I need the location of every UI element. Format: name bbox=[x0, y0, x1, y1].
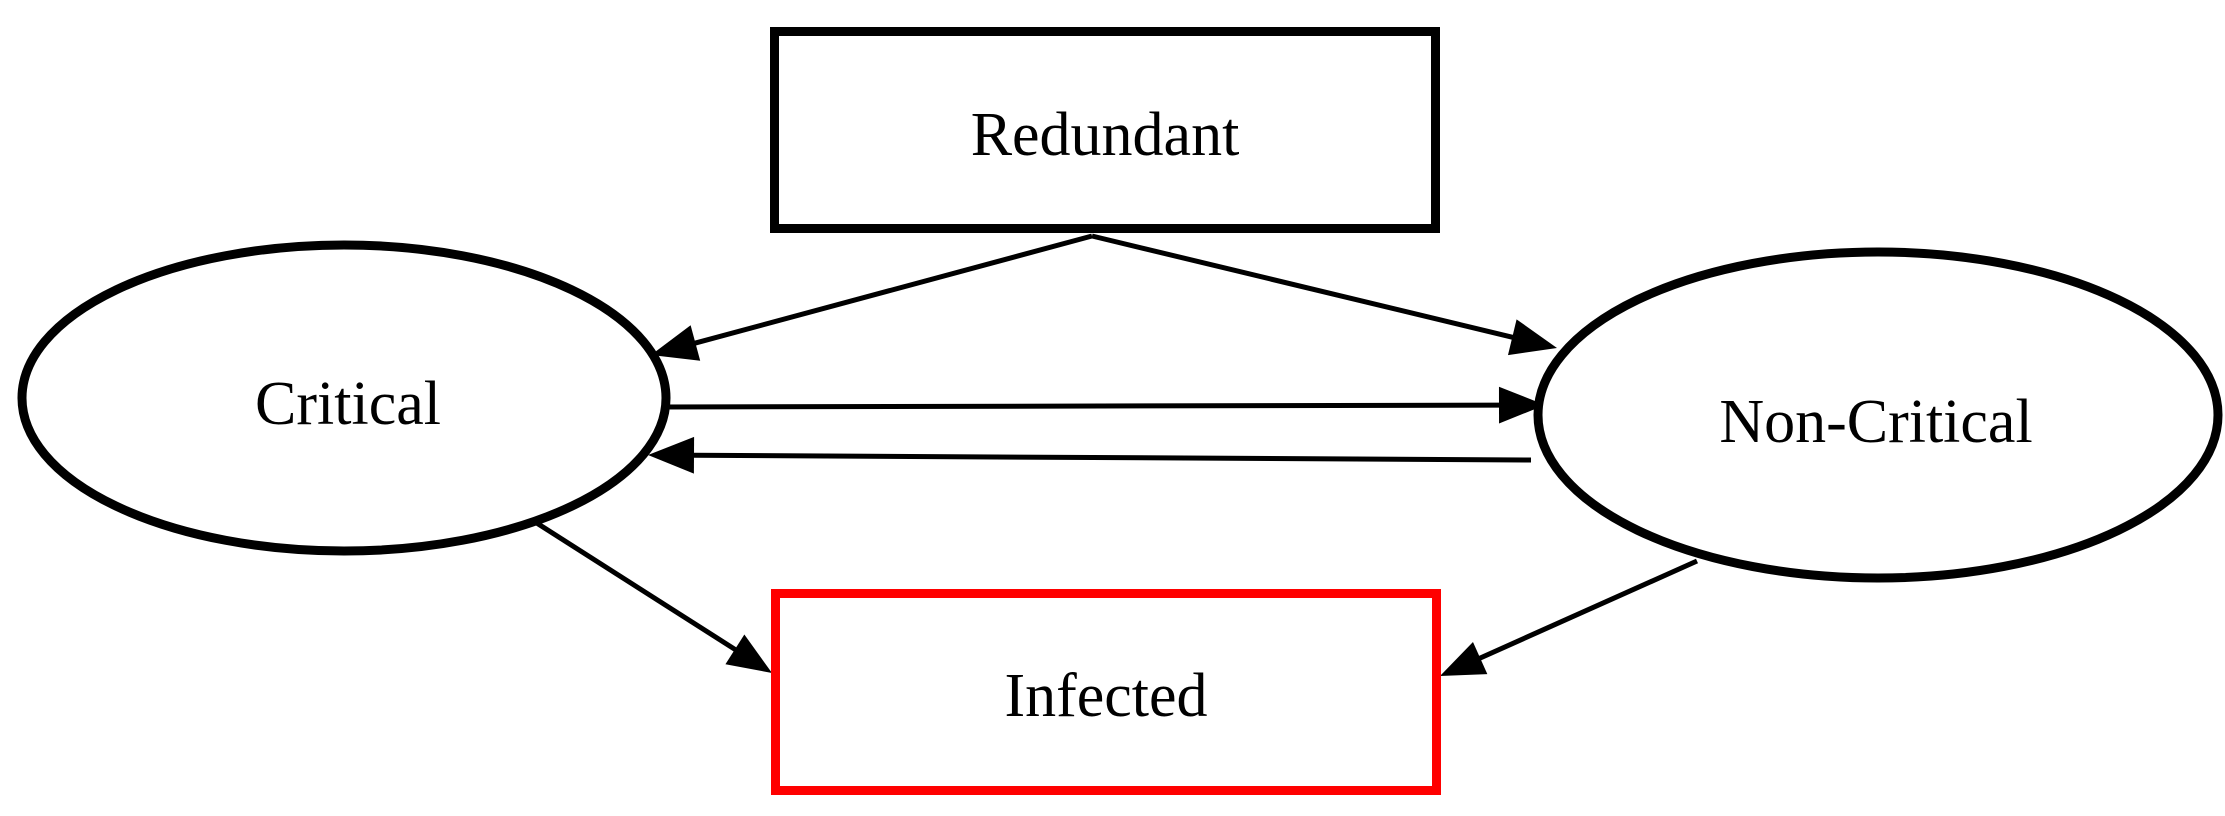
edges-layer bbox=[519, 233, 1699, 676]
node-label-critical: Critical bbox=[255, 370, 441, 438]
node-critical[interactable]: Critical bbox=[17, 240, 671, 556]
edge-line bbox=[691, 452, 1532, 463]
arrowhead-icon bbox=[1440, 641, 1488, 676]
edge-line bbox=[692, 233, 1093, 346]
edge-critical-to-infected bbox=[519, 510, 772, 673]
edge-line bbox=[661, 402, 1502, 410]
node-shape-non-critical[interactable] bbox=[1533, 247, 2223, 583]
edge-line bbox=[1091, 233, 1515, 341]
edge-critical-to-non-critical bbox=[661, 386, 1545, 424]
node-redundant[interactable]: Redundant bbox=[770, 27, 1440, 233]
node-shape-infected[interactable] bbox=[771, 589, 1441, 795]
arrowhead-icon bbox=[1507, 319, 1557, 356]
edge-line bbox=[1477, 558, 1699, 662]
node-non-critical[interactable]: Non-Critical bbox=[1533, 247, 2223, 583]
edge-line bbox=[519, 510, 738, 653]
node-shape-redundant[interactable] bbox=[770, 27, 1440, 233]
node-label-non-critical: Non-Critical bbox=[1719, 388, 2032, 456]
node-shape-critical[interactable] bbox=[17, 240, 671, 556]
node-label-redundant: Redundant bbox=[971, 101, 1240, 169]
arrowhead-icon bbox=[1498, 386, 1545, 424]
arrowhead-icon bbox=[651, 325, 701, 361]
arrowhead-icon bbox=[725, 634, 772, 673]
edge-redundant-to-critical bbox=[651, 233, 1093, 361]
node-label-infected: Infected bbox=[1004, 662, 1207, 730]
node-infected[interactable]: Infected bbox=[771, 589, 1441, 795]
edge-redundant-to-non-critical bbox=[1091, 233, 1557, 356]
edge-non-critical-to-critical bbox=[648, 436, 1532, 474]
arrowhead-icon bbox=[648, 436, 695, 474]
edge-non-critical-to-infected bbox=[1440, 558, 1699, 676]
